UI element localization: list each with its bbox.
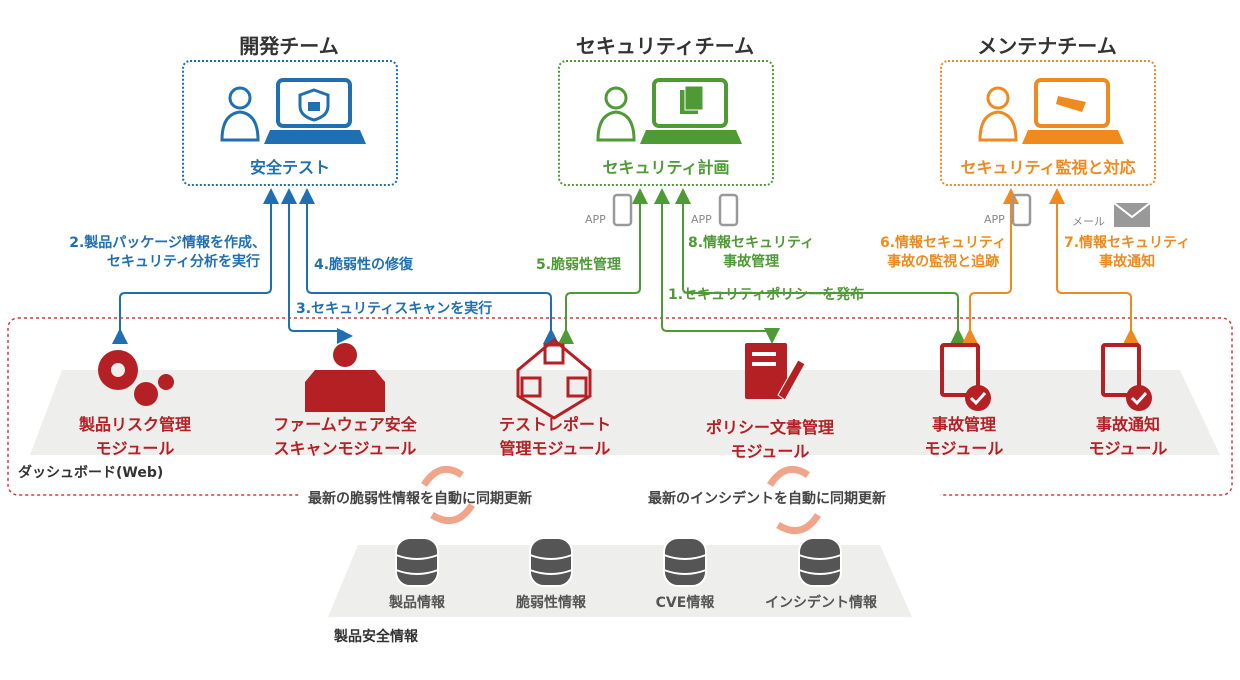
policy-document-icon: [745, 343, 806, 401]
team-box-maintainer: セキュリティ監視と対応: [940, 60, 1156, 186]
flow-2-line2: セキュリティ分析を実行: [106, 254, 260, 270]
module-name: 事故通知: [1095, 415, 1160, 434]
flow-8-label: 8.情報セキュリティ事故管理: [688, 234, 814, 272]
mail-icon: [1113, 202, 1151, 227]
database-icons: [395, 537, 842, 587]
db-label: 脆弱性情報: [516, 595, 586, 611]
database-icon: [663, 537, 707, 587]
team-box-security: セキュリティ計画: [558, 60, 774, 186]
mail-label: メール: [1072, 215, 1105, 228]
flow-7-line2: 事故通知: [1099, 254, 1156, 270]
team-title-maintainer: メンテナチーム: [977, 34, 1117, 58]
team-role: セキュリティ計画: [602, 158, 730, 177]
database-band: [328, 545, 912, 617]
team-title-dev: 開発チーム: [239, 34, 339, 58]
module-suffix: モジュール: [730, 442, 810, 461]
flow-2-line1: 2.製品パッケージ情報を作成、: [69, 235, 266, 251]
database-icon: [798, 537, 842, 587]
database-icon: [395, 537, 439, 587]
flow-4-label: 4.脆弱性の修復: [314, 257, 414, 273]
dev-arrows: [112, 188, 559, 344]
phone-icon: [612, 193, 633, 227]
person-laptop-icon: [596, 78, 742, 144]
module-product-risk[interactable]: 製品リスク管理モジュール: [35, 413, 235, 461]
flow-1-label: 1.セキュリティポリシーを発布: [668, 287, 865, 303]
cubes-icon: [516, 338, 592, 420]
maintainer-arrows: [962, 188, 1139, 344]
sync-icon: [767, 465, 821, 535]
db-label: CVE情報: [655, 595, 715, 611]
phone-icon: [718, 193, 739, 227]
module-name: 事故管理: [931, 415, 996, 434]
db-label: インシデント情報: [765, 595, 877, 611]
module-incident-notice[interactable]: 事故通知モジュール: [1028, 413, 1228, 461]
module-name: ポリシー文書管理: [705, 418, 834, 437]
module-policy-document[interactable]: ポリシー文書管理モジュール: [670, 416, 870, 464]
flow-2-label: 2.製品パッケージ情報を作成、セキュリティ分析を実行: [38, 234, 266, 272]
db-label: 製品情報: [389, 595, 445, 611]
module-suffix: モジュール: [924, 439, 1004, 458]
gears-icon: [98, 350, 174, 406]
team-title-security: セキュリティチーム: [575, 34, 755, 58]
module-suffix: 管理モジュール: [499, 439, 611, 458]
flow-7-line1: 7.情報セキュリティ: [1064, 235, 1191, 251]
module-suffix: モジュール: [95, 439, 175, 458]
notice-document-check-icon: [1101, 343, 1152, 411]
sync-label-incident: 最新のインシデントを自動に同期更新: [648, 491, 886, 507]
flow-5-label: 5.脆弱性管理: [536, 257, 622, 273]
sync-label-vulnerability: 最新の脆弱性情報を自動に同期更新: [308, 491, 532, 507]
module-suffix: スキャンモジュール: [273, 439, 417, 458]
incident-document-check-icon: [940, 343, 991, 411]
flow-6-line1: 6.情報セキュリティ: [880, 235, 1007, 251]
dashboard-label: ダッシュボード(Web): [18, 465, 164, 481]
app-label: APP: [691, 213, 712, 226]
sync-icon: [421, 465, 475, 525]
firmware-box-icon: [305, 343, 385, 412]
team-box-dev: 安全テスト: [182, 60, 398, 186]
module-test-report[interactable]: テストレポート管理モジュール: [455, 413, 655, 461]
person-laptop-icon: [220, 78, 366, 144]
flow-7-label: 7.情報セキュリティ事故通知: [1064, 234, 1190, 272]
database-icon: [529, 537, 573, 587]
app-label: APP: [984, 213, 1005, 226]
flow-3-label: 3.セキュリティスキャンを実行: [296, 301, 493, 317]
module-name: ファームウェア安全: [273, 415, 417, 434]
flow-6-line2: 事故の監視と追跡: [887, 254, 1000, 270]
module-name: テストレポート: [498, 415, 611, 434]
module-name: 製品リスク管理: [78, 415, 191, 434]
phone-icon: [1011, 193, 1032, 227]
flow-8-line2: 事故管理: [723, 254, 780, 270]
team-role: セキュリティ監視と対応: [960, 158, 1136, 177]
module-incident-management[interactable]: 事故管理モジュール: [864, 413, 1064, 461]
module-suffix: モジュール: [1088, 439, 1168, 458]
flow-6-label: 6.情報セキュリティ事故の監視と追跡: [880, 234, 1006, 272]
module-firmware-scan[interactable]: ファームウェア安全スキャンモジュール: [245, 413, 445, 461]
team-role: 安全テスト: [249, 158, 330, 177]
person-laptop-icon: [978, 78, 1124, 144]
db-group-label: 製品安全情報: [334, 629, 418, 645]
security-arrows: [558, 188, 966, 344]
flow-8-line1: 8.情報セキュリティ: [688, 235, 815, 251]
app-label: APP: [585, 213, 606, 226]
